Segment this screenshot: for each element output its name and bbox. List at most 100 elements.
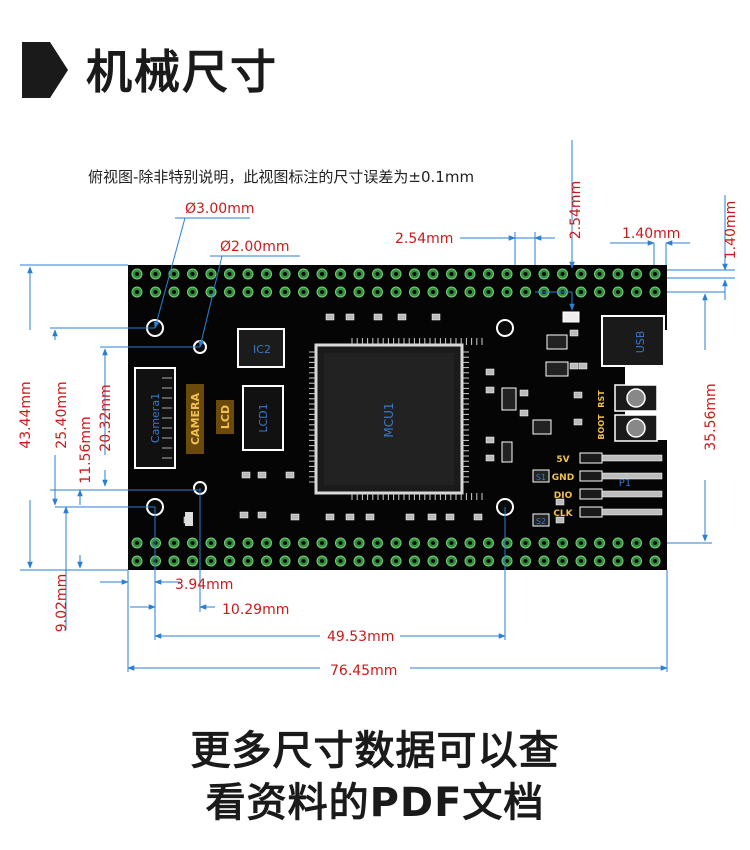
smd-part: [345, 513, 355, 521]
smd-part: [285, 471, 295, 479]
footer-line-2: 看资料的PDF文档: [205, 780, 545, 826]
pin-hole: [653, 559, 657, 563]
pin-label: 5V: [556, 455, 569, 465]
leader-hole3: [153, 217, 186, 329]
pin-hole: [135, 541, 139, 545]
tiny-led: [185, 512, 193, 526]
pin-hole: [190, 272, 195, 276]
pin-hole: [468, 541, 472, 545]
pin-hole: [468, 559, 472, 563]
dim-hole3: Ø3.00mm: [185, 201, 254, 217]
pin-hole: [431, 541, 435, 545]
camera-connector: Camera1: [134, 367, 176, 469]
pin-hole: [394, 541, 398, 545]
smd-part: [239, 511, 249, 519]
pin-hole: [597, 290, 602, 294]
pin-hole: [301, 290, 306, 294]
ic2-chip: IC2: [237, 328, 285, 368]
pin-hole: [338, 272, 343, 276]
pin-hole: [338, 559, 343, 563]
pin-hole: [505, 559, 509, 563]
pin-hole: [375, 290, 380, 294]
pin-hole: [486, 559, 491, 563]
play-marker-icon: [22, 42, 68, 98]
pin-hole: [486, 541, 491, 545]
pin-hole: [579, 559, 583, 563]
pin-hole: [412, 290, 417, 294]
pin-hole: [653, 290, 657, 294]
switch-pad: [532, 513, 550, 527]
smd-part: [485, 386, 495, 394]
smd-part: [485, 454, 495, 462]
dim-pitch-a: 2.54mm: [395, 231, 453, 247]
usb-connector: USB: [601, 315, 665, 367]
smd-part: [405, 513, 415, 521]
dim-h140: 1.40mm: [723, 201, 739, 259]
pin-hole: [320, 559, 324, 563]
pin-hole: [634, 559, 639, 563]
pin-hole: [449, 559, 454, 563]
smd-part: [325, 513, 335, 521]
pin-hole: [190, 559, 195, 563]
dim-h1156: 11.56mm: [78, 416, 94, 483]
mcu-label: MCU1: [382, 402, 396, 437]
pin-hole: [283, 559, 287, 563]
pin-hole: [634, 541, 639, 545]
smd-part: [241, 471, 251, 479]
dim-w4953: 49.53mm: [327, 629, 394, 645]
smd-part: [485, 436, 495, 444]
regulator: [546, 334, 568, 350]
s-label: S2: [536, 517, 546, 526]
header-pin: [601, 490, 663, 498]
pin-hole: [320, 541, 324, 545]
pin-hole: [375, 559, 380, 563]
pin-hole: [579, 272, 583, 276]
header-pin-base: [579, 470, 603, 482]
diode: [532, 419, 552, 435]
page-title: 机械尺寸: [86, 45, 278, 99]
leader-hole2: [198, 255, 223, 348]
pin-hole: [394, 272, 398, 276]
pin-hole: [468, 290, 472, 294]
tolerance-note: 俯视图-除非特别说明，此视图标注的尺寸误差为±0.1mm: [88, 168, 475, 186]
pin-hole: [153, 272, 158, 276]
lcd-silk: LCD: [219, 405, 232, 429]
pin-hole: [357, 272, 361, 276]
smd-part: [431, 313, 441, 321]
dim-h3556: 35.56mm: [703, 383, 719, 450]
dim-h2032: 20.32mm: [98, 384, 114, 451]
header-label: P1: [619, 478, 631, 489]
lcd-silk-bg: [216, 400, 234, 434]
pin-hole: [264, 290, 269, 294]
pin-hole: [449, 290, 454, 294]
pin-hole: [597, 272, 602, 276]
pin-hole: [412, 272, 417, 276]
pin-hole: [616, 290, 620, 294]
smd-part: [555, 498, 565, 506]
pin-hole: [486, 272, 491, 276]
pin-hole: [394, 559, 398, 563]
pin-hole: [616, 272, 620, 276]
smd-part: [290, 513, 300, 521]
smd-part: [397, 313, 407, 321]
rst-label: RST: [597, 390, 606, 408]
smd-part: [578, 362, 588, 370]
smd-part: [485, 368, 495, 376]
s-label: S1: [536, 473, 546, 482]
pin-hole: [542, 272, 546, 276]
pin-hole: [634, 290, 639, 294]
pin-hole: [412, 541, 417, 545]
pin-hole: [172, 559, 176, 563]
pin-hole: [560, 541, 565, 545]
smd-part: [569, 329, 579, 337]
boot-label: BOOT: [597, 414, 606, 440]
dim-w7645: 76.45mm: [330, 663, 397, 679]
pin-hole: [172, 541, 176, 545]
pin-hole: [264, 541, 269, 545]
pin-hole: [560, 559, 565, 563]
smd-part: [427, 513, 437, 521]
pin-hole: [431, 290, 435, 294]
pin-hole: [505, 272, 509, 276]
dim-w394: 3.94mm: [175, 577, 233, 593]
